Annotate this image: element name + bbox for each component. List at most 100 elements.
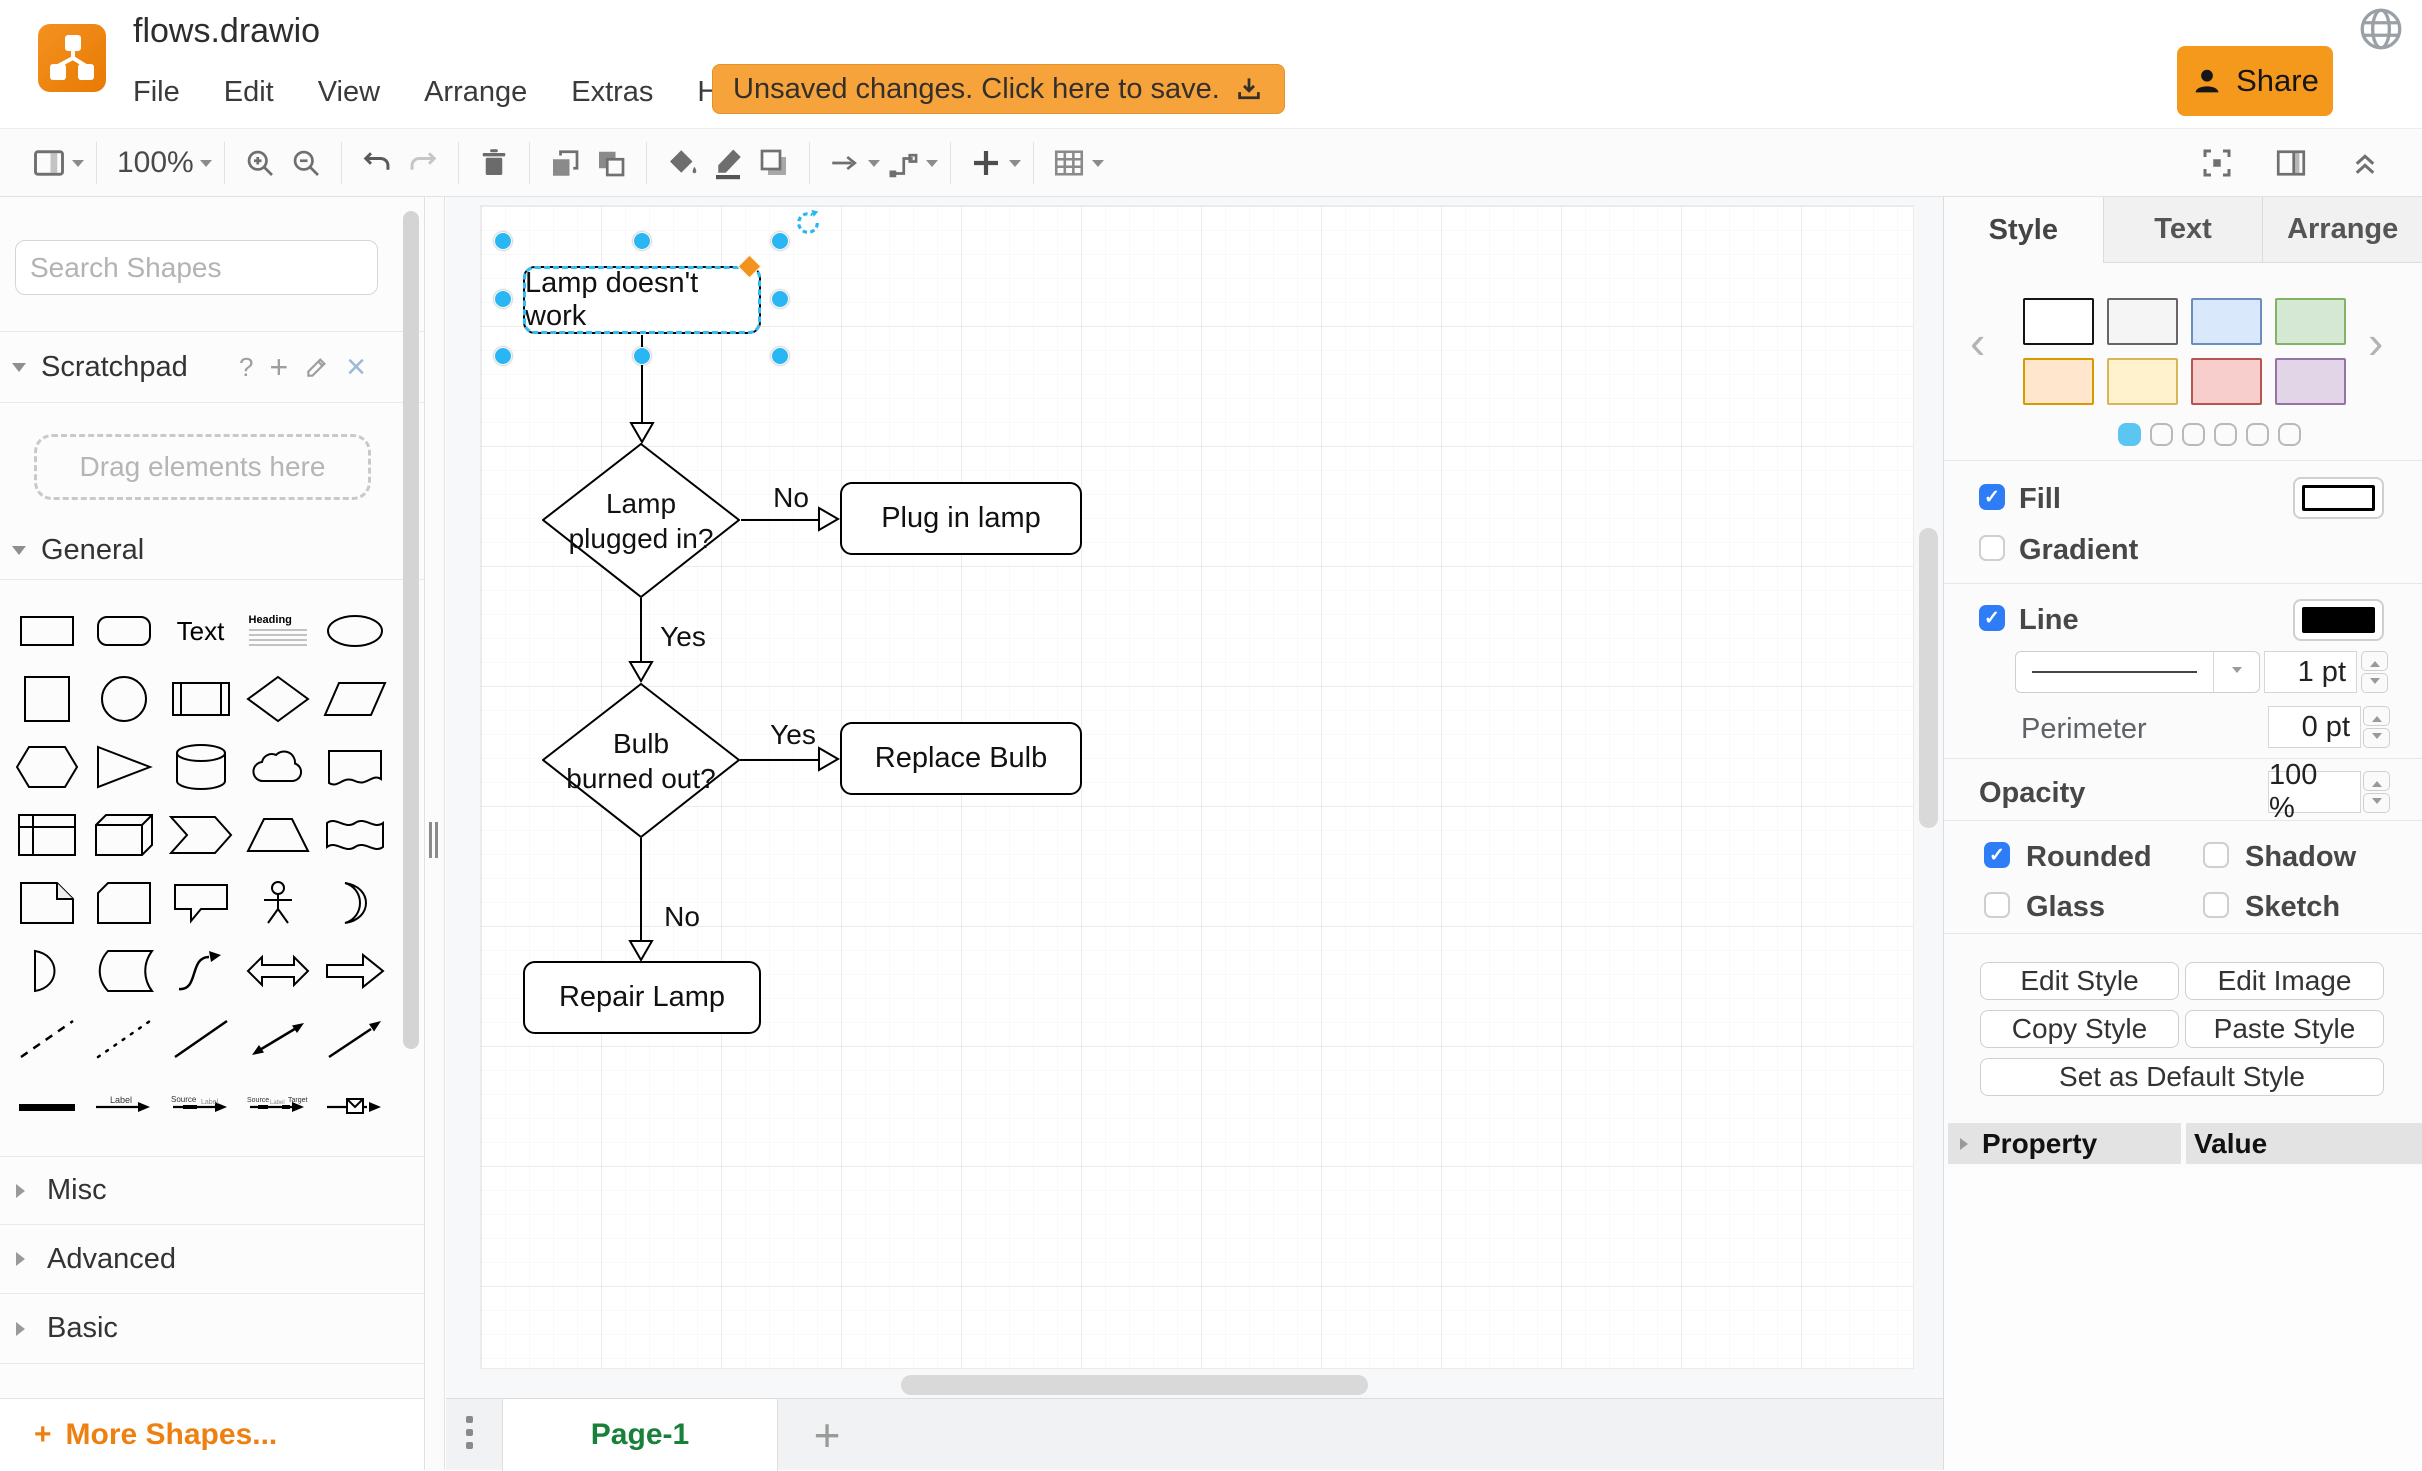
tab-arrange[interactable]: Arrange (2263, 197, 2422, 263)
edge-label-yes[interactable]: Yes (660, 621, 706, 653)
glass-checkbox[interactable] (1984, 892, 2010, 918)
shape-diamond[interactable] (239, 665, 316, 733)
sidebar-scrollbar[interactable] (403, 211, 419, 1049)
shape-cylinder[interactable] (162, 733, 239, 801)
edge-label-yes[interactable]: Yes (770, 719, 816, 751)
delete-icon[interactable] (471, 140, 517, 186)
add-page-button[interactable]: + (792, 1399, 862, 1471)
unsaved-changes-banner[interactable]: Unsaved changes. Click here to save. (712, 64, 1285, 114)
edge-label-no[interactable]: No (664, 901, 700, 933)
shape-rounded-rectangle[interactable] (85, 597, 162, 665)
scratchpad-close-icon[interactable]: × (346, 348, 366, 387)
collapse-expand-icon[interactable] (2342, 140, 2388, 186)
fill-checkbox[interactable]: ✓ (1979, 484, 2005, 510)
value-column-header[interactable]: Value (2186, 1123, 2422, 1164)
style-swatch[interactable] (2107, 298, 2178, 345)
scratchpad-dropzone[interactable]: Drag elements here (34, 434, 371, 500)
table-icon[interactable] (1046, 140, 1092, 186)
shadow-checkbox[interactable] (2203, 842, 2229, 868)
view-panel-caret-icon[interactable] (72, 160, 84, 173)
shape-line[interactable] (162, 1005, 239, 1073)
shape-rectangle[interactable] (8, 597, 85, 665)
node-start[interactable]: Lamp doesn't work (523, 266, 761, 334)
pagination-dot[interactable] (2182, 423, 2205, 446)
shape-parallelogram[interactable] (316, 665, 393, 733)
shape-callout[interactable] (162, 869, 239, 937)
shape-triangle[interactable] (85, 733, 162, 801)
undo-icon[interactable] (354, 140, 400, 186)
resize-handle-sw[interactable] (494, 347, 512, 365)
shape-internal-storage[interactable] (8, 801, 85, 869)
node-plug-in-lamp[interactable]: Plug in lamp (840, 482, 1082, 555)
pagination-dot[interactable] (2278, 423, 2301, 446)
line-width-input[interactable]: 1 pt (2264, 651, 2357, 693)
shape-cloud[interactable] (239, 733, 316, 801)
opacity-input[interactable]: 100 % (2268, 771, 2361, 813)
shape-ellipse[interactable] (316, 597, 393, 665)
section-basic[interactable]: Basic (0, 1293, 424, 1363)
pagination-dot[interactable] (2246, 423, 2269, 446)
shape-link[interactable] (8, 1073, 85, 1141)
waypoints-caret-icon[interactable] (926, 160, 938, 173)
style-swatch[interactable] (2275, 358, 2346, 405)
scratchpad-edit-icon[interactable] (304, 354, 330, 380)
canvas-hscrollbar[interactable] (901, 1375, 1368, 1395)
table-caret-icon[interactable] (1092, 160, 1104, 173)
perimeter-input[interactable]: 0 pt (2268, 706, 2361, 748)
connection-caret-icon[interactable] (868, 160, 880, 173)
shape-or[interactable] (316, 869, 393, 937)
style-swatch[interactable] (2023, 358, 2094, 405)
line-checkbox[interactable]: ✓ (1979, 605, 2005, 631)
paste-style-button[interactable]: Paste Style (2185, 1010, 2384, 1048)
swatch-next-icon[interactable]: › (2368, 315, 2383, 369)
shape-textbox[interactable]: Heading (239, 597, 316, 665)
zoom-out-icon[interactable] (283, 140, 329, 186)
node-repair-lamp[interactable]: Repair Lamp (523, 961, 761, 1034)
line-color-icon[interactable] (705, 140, 751, 186)
shape-square[interactable] (8, 665, 85, 733)
scratchpad-help-icon[interactable]: ? (239, 352, 253, 383)
shadow-icon[interactable] (751, 140, 797, 186)
rounded-checkbox[interactable]: ✓ (1984, 842, 2010, 868)
shape-directional-connector[interactable] (316, 1005, 393, 1073)
menu-view[interactable]: View (318, 76, 380, 109)
shape-card[interactable] (85, 869, 162, 937)
copy-style-button[interactable]: Copy Style (1980, 1010, 2179, 1048)
line-style-dropdown[interactable] (2015, 651, 2260, 693)
resize-handle-w[interactable] (494, 290, 512, 308)
pagination-dot[interactable] (2150, 423, 2173, 446)
shape-arrow-with-label[interactable]: Label (85, 1073, 162, 1141)
node-replace-bulb[interactable]: Replace Bulb (840, 722, 1082, 795)
shape-and[interactable] (8, 937, 85, 1005)
shape-text[interactable]: Text (162, 597, 239, 665)
resize-handle-ne[interactable] (771, 232, 789, 250)
style-swatch[interactable] (2107, 358, 2178, 405)
to-front-icon[interactable] (542, 140, 588, 186)
language-globe-icon[interactable] (2356, 4, 2406, 59)
section-general[interactable]: General (0, 522, 424, 580)
canvas-vscrollbar[interactable] (1919, 528, 1938, 828)
shape-data-storage[interactable] (85, 937, 162, 1005)
insert-icon[interactable] (963, 140, 1009, 186)
to-back-icon[interactable] (588, 140, 634, 186)
resize-handle-n[interactable] (633, 232, 651, 250)
style-swatch[interactable] (2023, 298, 2094, 345)
edit-image-button[interactable]: Edit Image (2185, 962, 2384, 1000)
waypoints-icon[interactable] (880, 140, 926, 186)
menu-edit[interactable]: Edit (224, 76, 274, 109)
swatch-prev-icon[interactable]: ‹ (1970, 315, 1985, 369)
insert-caret-icon[interactable] (1009, 160, 1021, 173)
scratchpad-section-header[interactable]: Scratchpad ? + × (0, 331, 424, 403)
search-input[interactable] (30, 252, 391, 284)
shape-document[interactable] (316, 733, 393, 801)
shape-dashed-line[interactable] (8, 1005, 85, 1073)
line-style-caret-icon[interactable] (2213, 652, 2259, 692)
fill-color-swatch[interactable] (2293, 477, 2384, 519)
zoom-caret-icon[interactable] (200, 160, 212, 173)
gradient-checkbox[interactable] (1979, 535, 2005, 561)
view-panel-icon[interactable] (26, 140, 72, 186)
shape-arrow-with-box[interactable] (316, 1073, 393, 1141)
